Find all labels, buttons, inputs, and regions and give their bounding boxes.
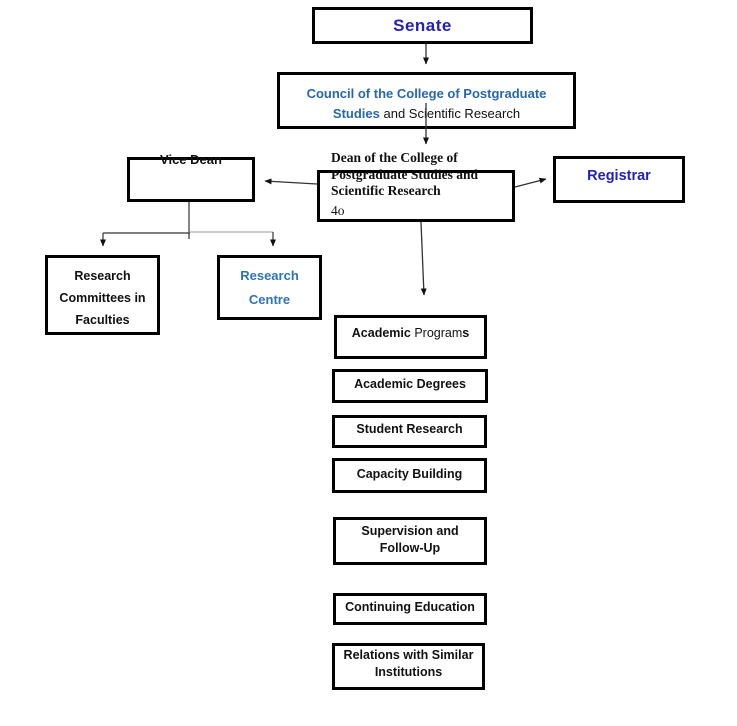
- dept-academic-programs: Academic Programs: [334, 315, 487, 359]
- dean-line3: Scientific Research: [331, 183, 441, 198]
- research-committees-line2: Committees in: [59, 291, 146, 305]
- dept-academic-degrees: Academic Degrees: [332, 369, 488, 403]
- relations-line2: Institutions: [374, 665, 443, 679]
- continuing-education-label: Continuing Education: [345, 600, 475, 614]
- research-centre-line1: Research: [240, 268, 299, 283]
- node-senate: Senate: [312, 7, 533, 44]
- supervision-line1: Supervision and: [361, 524, 459, 538]
- connector-dean-vice-dean: [264, 178, 318, 185]
- dean-line1: Dean of the College of: [331, 150, 458, 165]
- academic-programs-regular: Program: [414, 326, 463, 340]
- dept-student-research: Student Research: [332, 415, 487, 448]
- node-research-committees: Research Committees in Faculties: [45, 255, 160, 335]
- node-vice-dean: Vice Dean: [127, 152, 255, 202]
- research-committees-line1: Research: [74, 269, 131, 283]
- dept-capacity-building: Capacity Building: [332, 458, 487, 493]
- council-line2: Studies and Scientific Research: [280, 104, 573, 124]
- dean-line2: Postgraduate Studies and: [331, 166, 479, 182]
- capacity-building-label: Capacity Building: [356, 467, 463, 481]
- node-dean: Dean of the College of Postgraduate Stud…: [331, 150, 521, 219]
- node-registrar: Registrar: [553, 156, 685, 203]
- council-line2-regular: and Scientific Research: [379, 106, 521, 121]
- council-line1: Council of the College of Postgraduate: [306, 86, 547, 101]
- dean-note: 4o: [331, 202, 345, 218]
- relations-line1: Relations with Similar: [343, 648, 474, 662]
- research-centre-line2: Centre: [248, 292, 291, 307]
- academic-degrees-label: Academic Degrees: [354, 377, 466, 391]
- dept-supervision-follow-up: Supervision and Follow-Up: [333, 517, 487, 565]
- student-research-label: Student Research: [356, 422, 463, 436]
- research-committees-line3: Faculties: [75, 313, 130, 327]
- vice-dean-label: Vice Dean: [160, 152, 222, 167]
- dept-continuing-education: Continuing Education: [333, 593, 487, 625]
- registrar-label: Registrar: [587, 168, 651, 184]
- council-line2-bold: Studies: [332, 106, 380, 121]
- academic-programs-bold-suffix: s: [462, 326, 470, 340]
- dept-relations-similar-institutions: Relations with Similar Institutions: [332, 643, 485, 690]
- node-council: Council of the College of Postgraduate S…: [277, 72, 576, 129]
- senate-label: Senate: [393, 16, 452, 35]
- academic-programs-bold-prefix: Academic: [351, 326, 415, 340]
- node-dean-border: [317, 170, 515, 222]
- supervision-line2: Follow-Up: [379, 541, 441, 555]
- node-research-centre: Research Centre: [217, 255, 322, 320]
- connector-dean-departments: [420, 221, 427, 296]
